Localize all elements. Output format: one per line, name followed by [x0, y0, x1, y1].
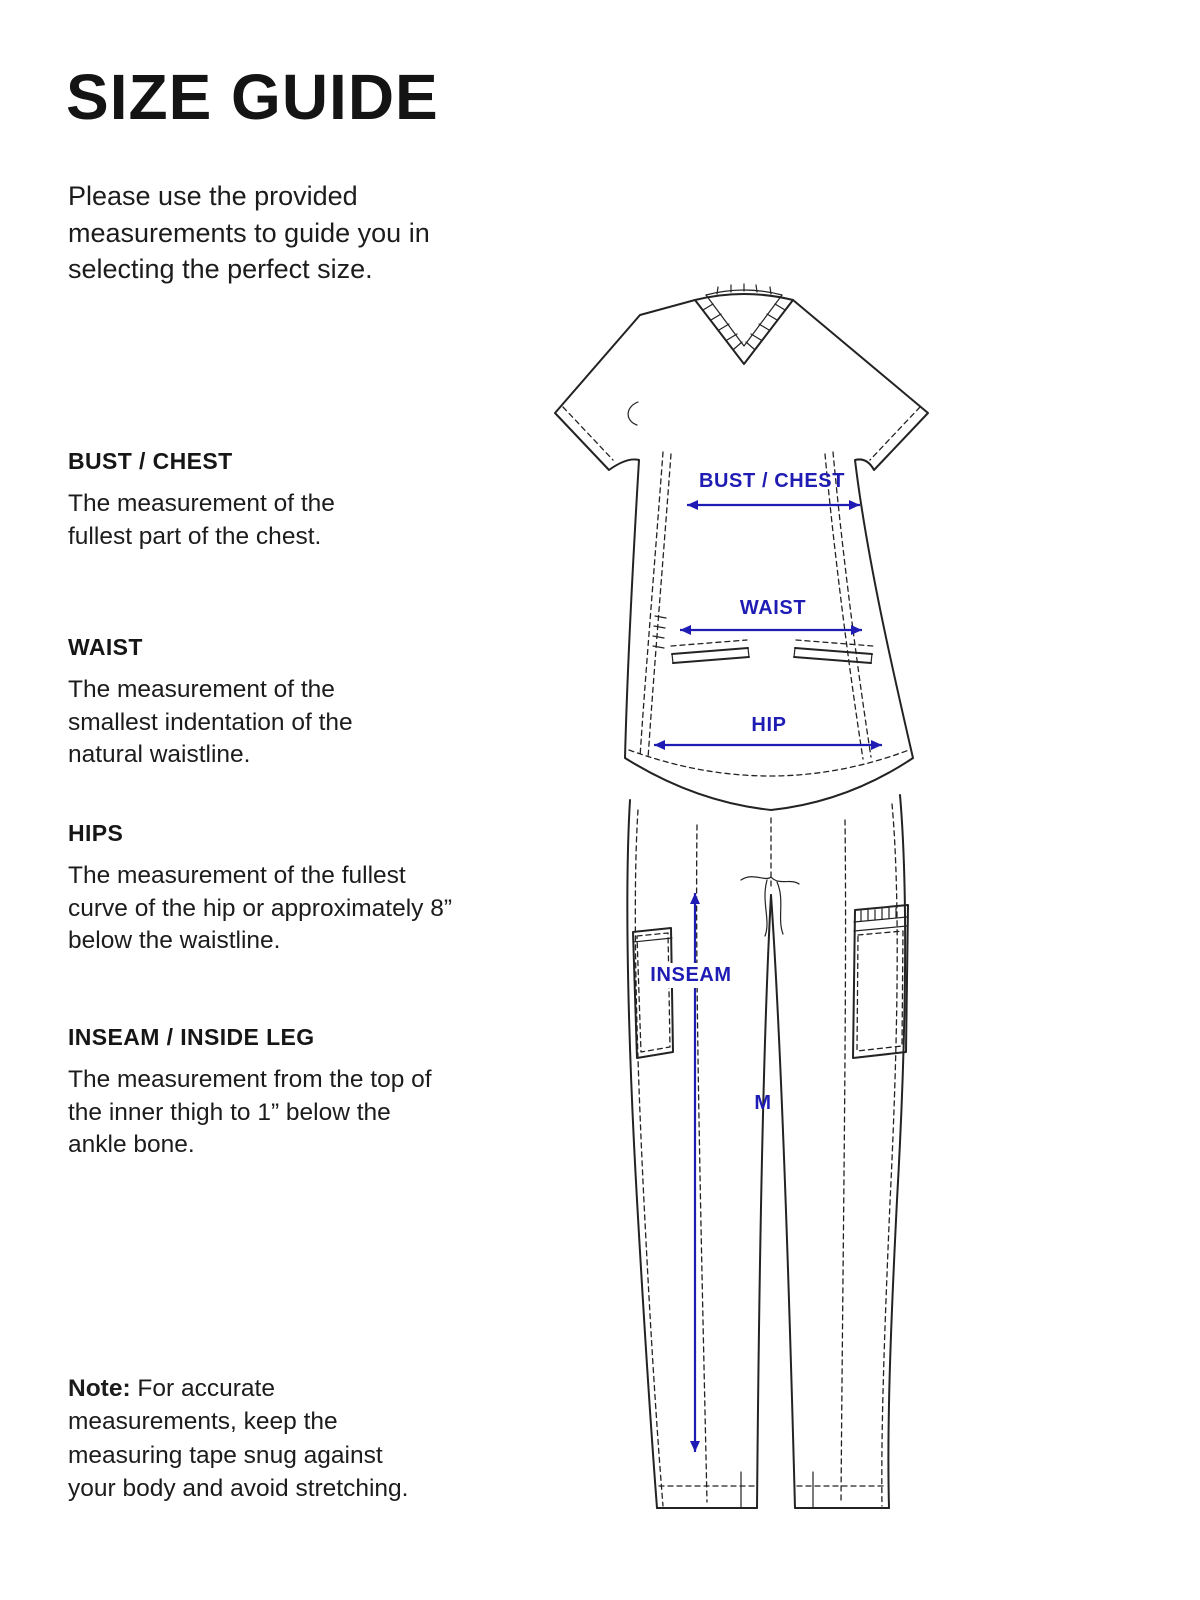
definition-hips: HIPS The measurement of the fullest curv…	[68, 820, 460, 958]
diagram-label-bust: BUST / CHEST	[698, 470, 846, 492]
diagram-label-waist: WAIST	[739, 597, 807, 619]
scrubs-technical-drawing-icon	[554, 283, 929, 1509]
note-text: Note: For accurate measurements, keep th…	[68, 1372, 420, 1505]
definition-heading-bust: BUST / CHEST	[68, 448, 233, 474]
note-label: Note:	[68, 1375, 131, 1402]
definition-body-inseam: The measurement from the top of the inne…	[68, 1066, 432, 1159]
definition-body-hips: The measurement of the fullest curve of …	[68, 862, 453, 955]
definition-heading-inseam: INSEAM / INSIDE LEG	[68, 1024, 315, 1050]
pants-outline	[626, 794, 909, 1509]
definition-heading-waist: WAIST	[68, 634, 143, 660]
definition-bust-chest: BUST / CHEST The measurement of the full…	[68, 448, 368, 553]
note-body: For accurate measurements, keep the meas…	[68, 1375, 409, 1502]
definition-heading-hips: HIPS	[68, 820, 124, 846]
measurement-arrowheads	[654, 500, 882, 1452]
definition-waist: WAIST The measurement of the smallest in…	[68, 634, 390, 772]
diagram-label-hip: HIP	[751, 714, 787, 736]
top-outline	[554, 293, 929, 811]
definition-inseam: INSEAM / INSIDE LEG The measurement from…	[68, 1024, 440, 1162]
diagram-label-size-m: M	[754, 1092, 772, 1114]
definition-body-waist: The measurement of the smallest indentat…	[68, 676, 353, 769]
garment-diagram: BUST / CHEST WAIST HIP INSEAM M	[545, 280, 975, 1540]
diagram-label-inseam: INSEAM	[644, 963, 738, 988]
page-title: SIZE GUIDE	[66, 61, 439, 133]
definition-body-bust: The measurement of the fullest part of t…	[68, 490, 335, 550]
intro-text: Please use the provided measurements to …	[68, 181, 430, 285]
top-details	[562, 283, 921, 777]
